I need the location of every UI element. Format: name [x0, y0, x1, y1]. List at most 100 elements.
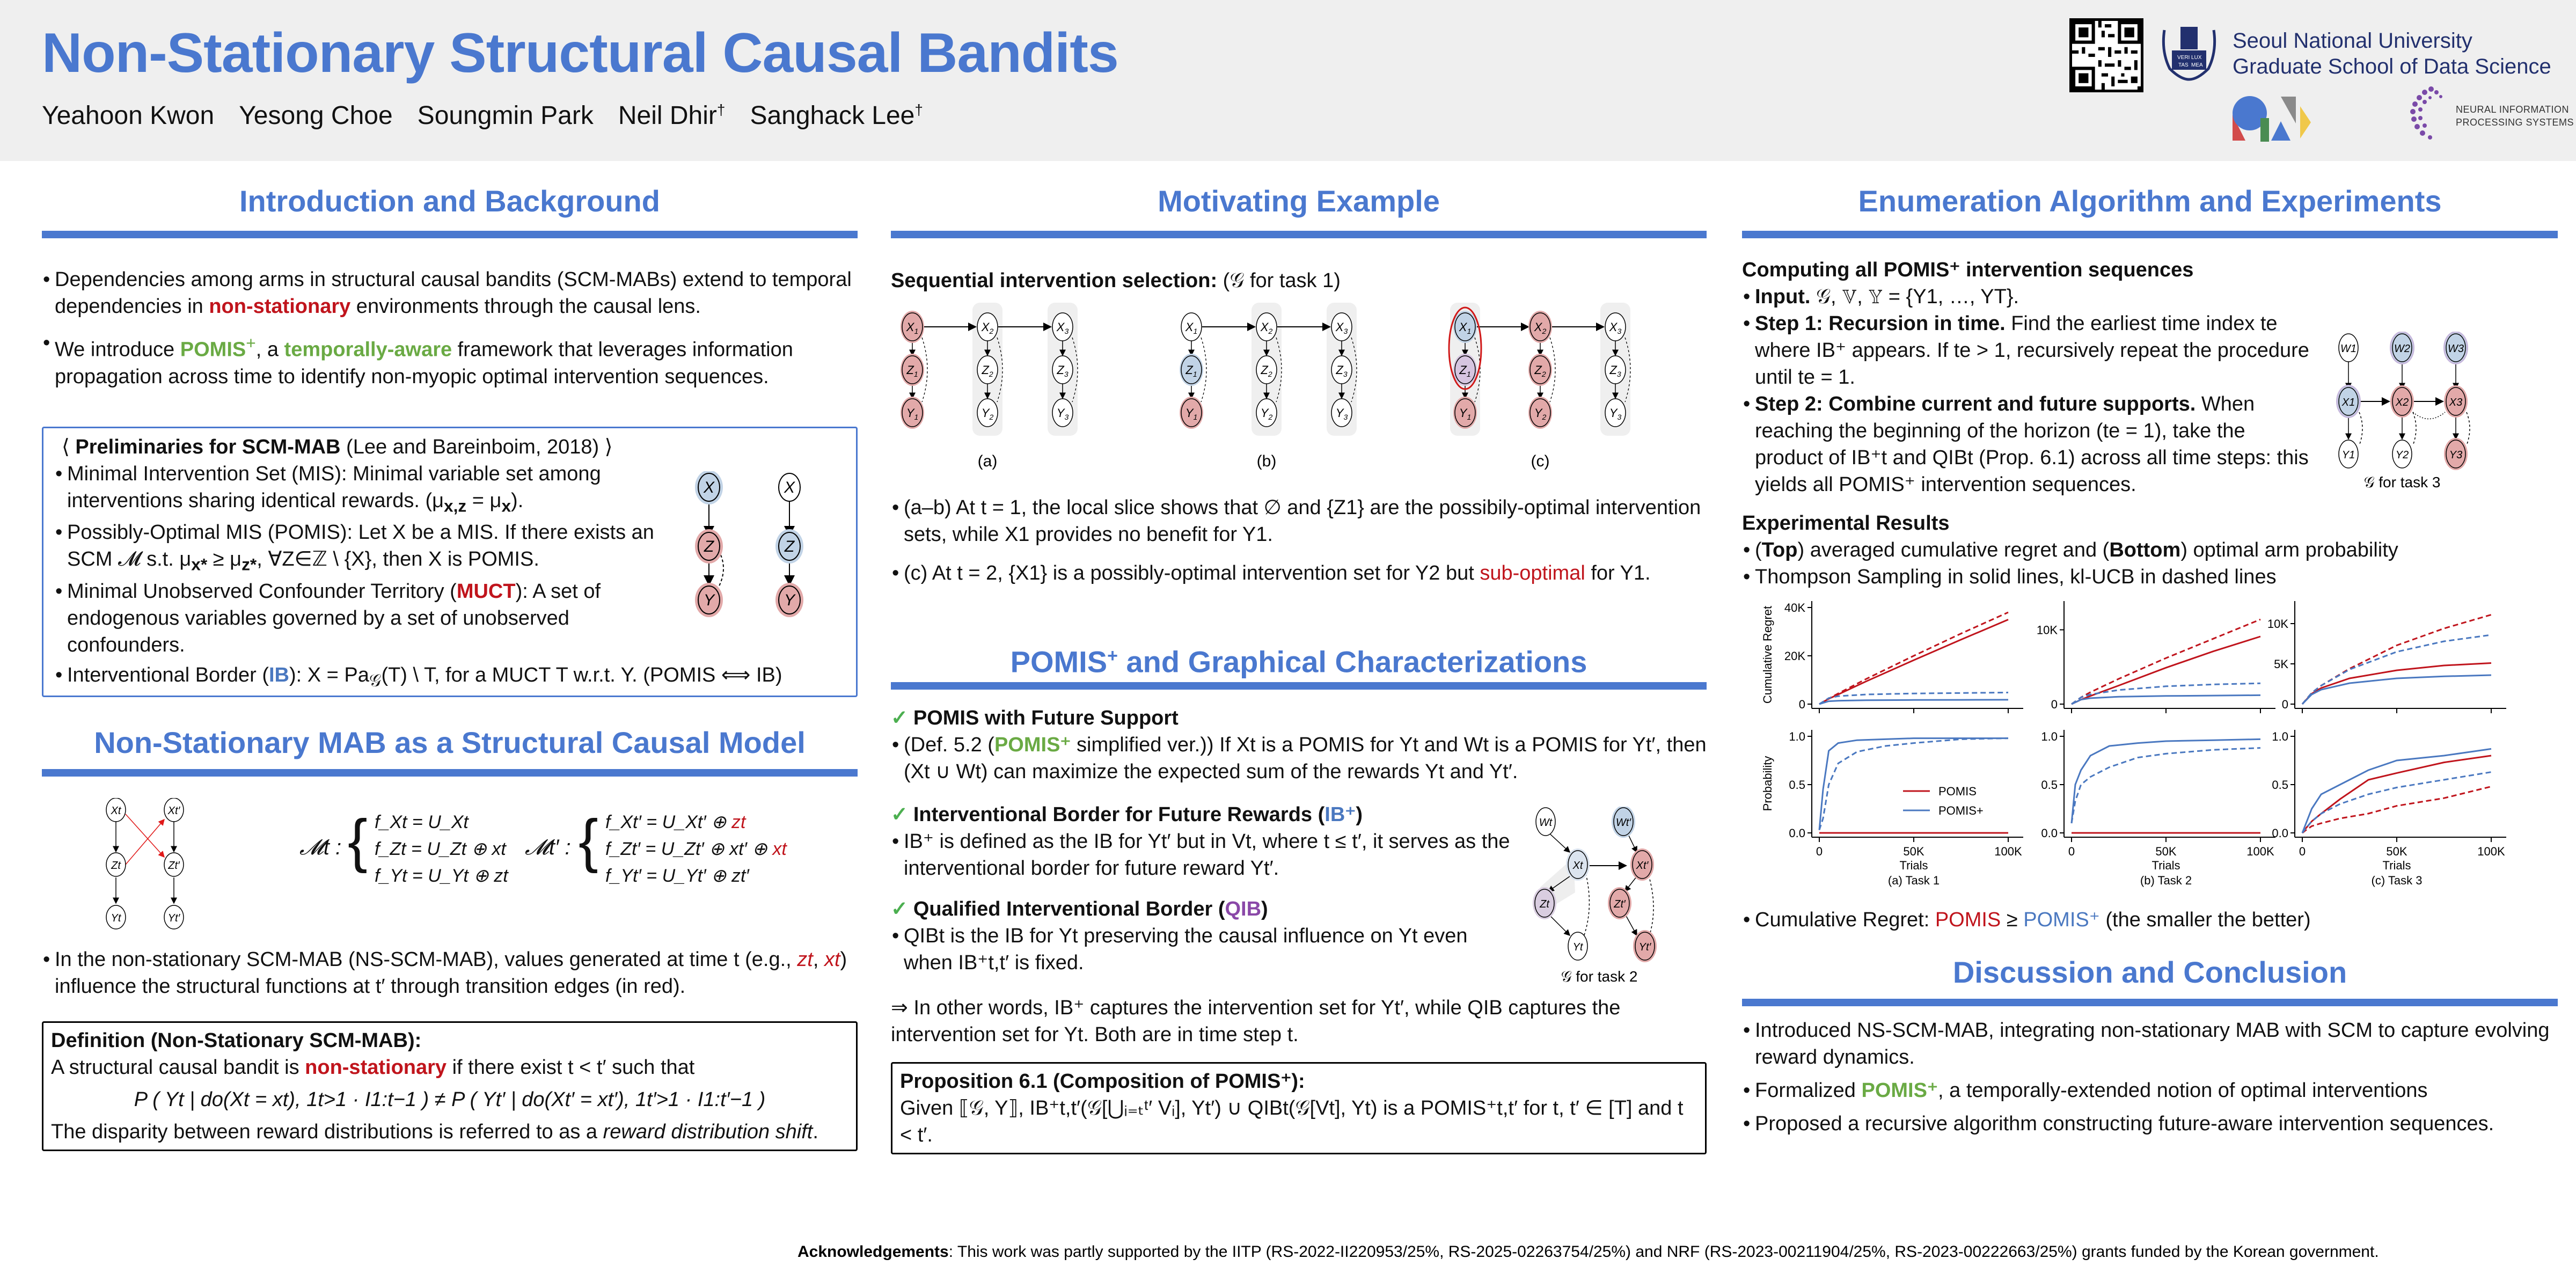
y-tick-label: 0 — [2051, 698, 2058, 711]
qr-code[interactable] — [2069, 18, 2143, 92]
section-divider — [1742, 999, 2558, 1006]
svg-text:Zt: Zt — [111, 860, 121, 872]
svg-text:Yt: Yt — [111, 912, 122, 924]
series-line — [2301, 771, 2492, 833]
preliminaries-box: ⟨ Preliminaries for SCM-MAB (Lee and Bar… — [42, 426, 858, 697]
y-tick-label: 0.0 — [2272, 826, 2288, 840]
author: Neil Dhir† — [618, 101, 726, 130]
graph-node — [1181, 312, 1202, 341]
model-tp-label: 𝓜t′ : — [525, 835, 571, 859]
svg-text:X: X — [784, 479, 795, 496]
node-w1 — [2338, 333, 2359, 362]
author: Yeahoon Kwon — [42, 101, 215, 130]
y-tick-label: 20K — [1784, 649, 1805, 663]
conclusion-bullet: Formalized POMIS⁺, a temporally-extended… — [1742, 1077, 2558, 1104]
graph-node — [1331, 312, 1352, 341]
series-line — [2071, 618, 2261, 705]
graph-node — [1052, 398, 1073, 427]
section-title-pomisplus: POMIS+ and Graphical Characterizations — [1010, 645, 1587, 679]
column-middle: Motivating Example Sequential interventi… — [891, 182, 1707, 1154]
sequential-heading: Sequential intervention selection: (𝒢 fo… — [891, 269, 1341, 292]
graph-node — [1256, 312, 1277, 341]
svg-text:X2: X2 — [2395, 397, 2409, 408]
proposition-title: Proposition 6.1 (Composition of POMIS⁺): — [900, 1070, 1305, 1093]
definition-text: A structural causal bandit is non-statio… — [51, 1056, 695, 1079]
prelim-graph: X Z Y X Z Y — [695, 471, 803, 617]
node-xtp — [164, 797, 184, 822]
poster-title: Non-Stationary Structural Causal Bandits — [42, 22, 1119, 84]
y-tick-label: 0.0 — [2041, 826, 2058, 840]
node-y1 — [2338, 440, 2359, 469]
y-tick-label: 0.5 — [2041, 778, 2058, 792]
svg-text:Xt′: Xt′ — [1636, 860, 1649, 872]
seal-text: LUX — [2191, 55, 2202, 61]
algo-step1: Step 1: Recursion in time. Find the earl… — [1742, 310, 2311, 391]
series-line — [1818, 737, 2008, 830]
graph-node — [902, 398, 923, 427]
y-tick-label: 10K — [2267, 617, 2288, 631]
conclusion-bullet: Introduced NS-SCM-MAB, integrating non-s… — [1742, 1017, 2558, 1071]
node-ytp — [1635, 932, 1655, 961]
nsmab-figure: Xt Zt Yt Xt′ Zt′ Yt′ 𝓜t : { f_Xt = U_Xt … — [42, 777, 858, 938]
y-tick-label: 1.0 — [1789, 730, 1805, 743]
node-x1 — [2338, 387, 2359, 416]
node-zt — [1534, 889, 1555, 918]
graph-node — [1454, 398, 1476, 427]
section-title-discussion: Discussion and Conclusion — [1952, 955, 2347, 989]
qib-def: QIBt is the IB for Yt preserving the cau… — [891, 923, 1519, 976]
pomis-future-heading: ✓POMIS with Future Support — [891, 707, 1179, 729]
node-y — [695, 582, 723, 617]
author: Sanghack Lee† — [750, 101, 923, 130]
definition-box: Definition (Non-Stationary SCM-MAB): A s… — [42, 1021, 858, 1151]
graph-node — [1605, 312, 1626, 341]
graph-node — [1256, 398, 1277, 427]
series-line — [1819, 699, 2009, 705]
node-xt — [106, 797, 126, 822]
exp-bullet: (Top) averaged cumulative regret and (Bo… — [1742, 537, 2558, 564]
x-tick-label: 50K — [1903, 845, 1924, 858]
experimental-heading: Experimental Results — [1742, 512, 1950, 535]
motivating-bullet: (a–b) At t = 1, the local slice shows th… — [891, 494, 1707, 548]
section-title-nsmab: Non-Stationary MAB as a Structural Causa… — [94, 725, 806, 759]
y-axis-label: Cumulative Regret — [1761, 606, 1774, 704]
preliminaries-heading: ⟨ Preliminaries for SCM-MAB (Lee and Bar… — [62, 435, 613, 458]
definition-title: Definition (Non-Stationary SCM-MAB): — [51, 1029, 422, 1052]
proposition-body: Given ⟦𝒢, Y⟧, IB⁺t,t′(𝒢[⋃ᵢ₌ₜᵗ′ Vᵢ], Yt′)… — [900, 1097, 1684, 1146]
nsmab-graph: Xt Zt Yt Xt′ Zt′ Yt′ — [106, 797, 184, 930]
y-axis-label: Probability — [1761, 756, 1774, 811]
series-line — [1819, 691, 2009, 705]
neurips-text: NEURAL INFORMATION PROCESSING SYSTEMS — [2456, 104, 2574, 128]
lab-shapes-logo — [2233, 96, 2311, 142]
section-divider — [42, 769, 858, 777]
definition-footer: The disparity between reward distributio… — [51, 1120, 818, 1143]
node-zt — [106, 852, 126, 877]
x-tick-label: 0 — [2068, 845, 2075, 858]
graph-node — [1181, 355, 1202, 384]
model-t-label: 𝓜t : — [299, 835, 342, 859]
section-title-enumeration: Enumeration Algorithm and Experiments — [1858, 184, 2442, 218]
task3-caption: 𝒢 for task 3 — [2364, 474, 2441, 491]
author: Soungmin Park — [417, 101, 594, 130]
section-divider — [1742, 231, 2558, 238]
regret-summary: Cumulative Regret: POMIS ≥ POMIS⁺ (the s… — [1742, 906, 2558, 933]
graph-node — [1052, 355, 1073, 384]
svg-text:Y3: Y3 — [2449, 449, 2462, 461]
svg-text:Y1: Y1 — [2342, 449, 2355, 461]
definition-formula: P ( Yt | do(Xt = xt), 1t>1 · I1:t−1 ) ≠ … — [134, 1088, 766, 1111]
node-yt — [106, 904, 126, 930]
series-line — [2301, 614, 2492, 705]
graph-node — [977, 312, 998, 341]
x-tick-label: 50K — [2155, 845, 2176, 858]
node-ztp — [164, 852, 184, 877]
y-tick-label: 40K — [1784, 601, 1805, 614]
section-divider — [891, 682, 1707, 690]
qib-heading: ✓Qualified Interventional Border (QIB) — [891, 898, 1268, 920]
qr-code-icon — [2072, 21, 2141, 90]
series-line — [1818, 737, 2009, 831]
node-x — [778, 472, 801, 502]
